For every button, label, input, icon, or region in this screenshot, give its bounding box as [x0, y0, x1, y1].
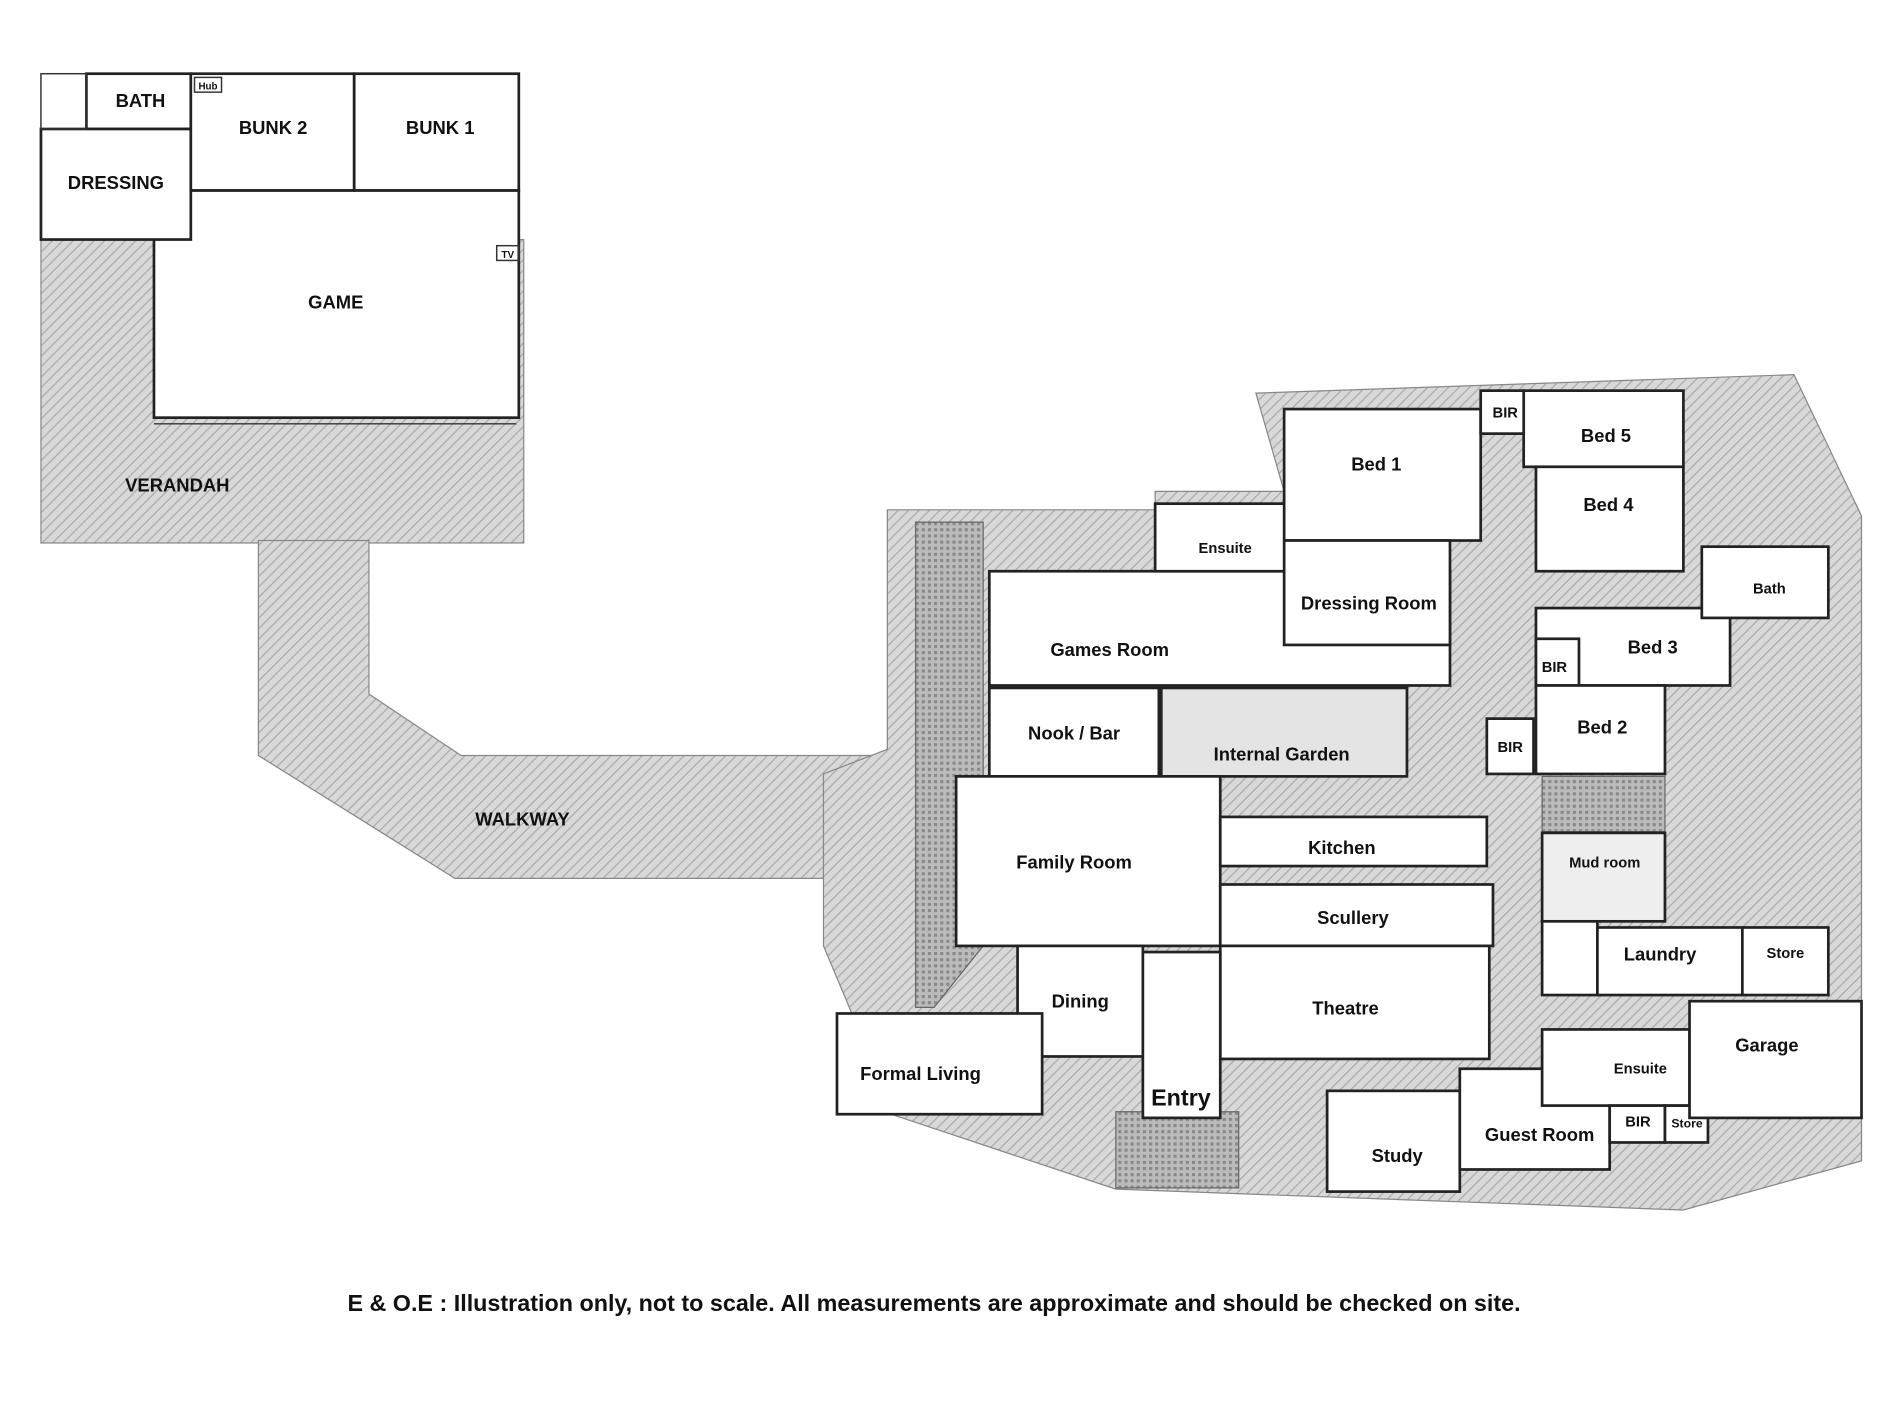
room-label-scullery: Scullery — [1317, 907, 1389, 928]
mud-room — [1540, 831, 1667, 923]
room-label-bed4: Bed 4 — [1583, 494, 1634, 515]
room-label-verandah: VERANDAH — [125, 474, 229, 495]
room-label-ensuite1: Ensuite — [1199, 541, 1252, 557]
bed2-room — [1534, 684, 1667, 776]
store1-room — [1740, 926, 1830, 997]
study-room — [1325, 1089, 1462, 1193]
tv-box — [495, 244, 520, 262]
room-label-bath-main: Bath — [1753, 581, 1786, 597]
kitchen-room — [1218, 815, 1489, 868]
room-label-mud-room: Mud room — [1569, 855, 1640, 871]
room-label-internal-garden: Internal Garden — [1214, 743, 1350, 764]
laundry-room — [1596, 926, 1744, 997]
bath-room-main — [1700, 545, 1830, 620]
room-label-bed5: Bed 5 — [1581, 425, 1631, 446]
room-label-formal-living: Formal Living — [860, 1063, 981, 1084]
entry-hall — [1141, 950, 1222, 1120]
room-label-theatre: Theatre — [1312, 998, 1378, 1019]
formal-living-room — [835, 1012, 1044, 1116]
room-label-games-room: Games Room — [1050, 639, 1169, 660]
tv-label: TV — [501, 250, 514, 261]
room-label-study: Study — [1372, 1145, 1424, 1166]
room-label-dressing: DRESSING — [68, 172, 164, 193]
room-label-bunk1: BUNK 1 — [406, 117, 475, 138]
room-label-walkway: WALKWAY — [475, 809, 569, 830]
bed1-room — [1282, 407, 1483, 542]
entry-steps — [1115, 1111, 1240, 1189]
room-label-bath: BATH — [116, 90, 166, 111]
room-label-ensuite2: Ensuite — [1614, 1062, 1667, 1078]
garage-room — [1688, 999, 1863, 1120]
internal-garden-area — [1159, 686, 1409, 778]
family-room — [954, 775, 1222, 948]
laundry-annex — [1540, 919, 1599, 997]
hub-label: Hub — [198, 82, 217, 93]
room-label-guest-room: Guest Room — [1485, 1124, 1594, 1145]
garden-bed-east — [1541, 775, 1666, 833]
room-label-nook-bar: Nook / Bar — [1028, 723, 1120, 744]
bir1-room — [1479, 389, 1526, 435]
bed4-room — [1534, 465, 1685, 573]
nook-bar-room — [987, 686, 1161, 778]
room-label-bir1: BIR — [1493, 406, 1519, 422]
disclaimer-text: E & O.E : Illustration only, not to scal… — [347, 1290, 1520, 1316]
scullery-room — [1218, 883, 1495, 948]
room-label-family-room: Family Room — [1016, 852, 1132, 873]
room-label-kitchen: Kitchen — [1308, 837, 1376, 858]
hub-box — [193, 76, 223, 93]
room-label-garage: Garage — [1735, 1035, 1798, 1056]
room-label-game: GAME — [308, 291, 363, 312]
room-label-bed2: Bed 2 — [1577, 716, 1627, 737]
bunk2-room — [189, 72, 356, 192]
room-label-bir4: BIR — [1625, 1114, 1651, 1130]
game-room — [152, 189, 521, 420]
dressing-room-main — [1282, 539, 1452, 647]
room-label-dressing-room: Dressing Room — [1301, 592, 1437, 613]
outbuilding: BATH BUNK 2 BUNK 1 DRESSING GAME VERANDA… — [39, 72, 880, 879]
room-label-bunk2: BUNK 2 — [239, 117, 308, 138]
room-label-bir2: BIR — [1542, 660, 1568, 676]
room-label-entry: Entry — [1151, 1085, 1211, 1111]
room-label-laundry: Laundry — [1624, 944, 1697, 965]
main-house: Bed 1 BIR Bed 5 Bed 4 Ensuite Dressing R… — [822, 374, 1863, 1211]
bunk1-room — [352, 72, 521, 192]
room-label-bed1: Bed 1 — [1351, 453, 1401, 474]
room-label-store2: Store — [1671, 1117, 1703, 1131]
bath-shower — [40, 72, 88, 130]
room-label-bir3: BIR — [1497, 740, 1523, 756]
room-label-store1: Store — [1767, 946, 1805, 962]
ensuite1-room — [1153, 502, 1286, 573]
room-label-bed3: Bed 3 — [1628, 637, 1678, 658]
room-label-dining: Dining — [1052, 990, 1109, 1011]
bir3-room — [1485, 717, 1535, 776]
